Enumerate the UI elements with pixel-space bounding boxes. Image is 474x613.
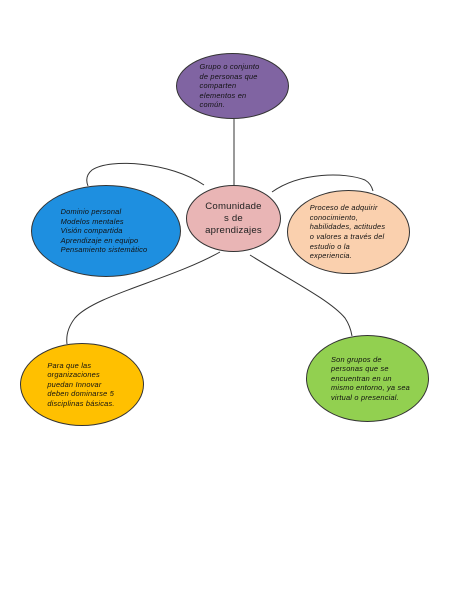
connector-right [271,174,374,193]
node-center: Comunidade s de aprendizajes [186,185,281,252]
node-center-text: Comunidade s de aprendizajes [205,200,262,236]
node-top-text: Grupo o conjunto de personas que compart… [199,62,260,110]
node-right-text: Proceso de adquirir conocimiento, habili… [309,203,386,261]
connector-bottom-left [66,251,221,345]
node-left: Dominio personal Modelos mentales Visión… [31,185,181,277]
node-bottom-right-text: Son grupos de personas que se encuentran… [331,354,410,402]
node-bottom-left-text: Para que las organizaciones puedan Innov… [47,360,115,408]
node-bottom-left: Para que las organizaciones puedan Innov… [20,343,144,426]
node-top: Grupo o conjunto de personas que compart… [176,53,289,119]
node-bottom-right: Son grupos de personas que se encuentran… [306,335,429,422]
node-left-text: Dominio personal Modelos mentales Visión… [60,207,148,255]
connector-left [86,162,205,187]
node-right: Proceso de adquirir conocimiento, habili… [287,190,410,274]
connector-bottom-right [249,254,353,337]
